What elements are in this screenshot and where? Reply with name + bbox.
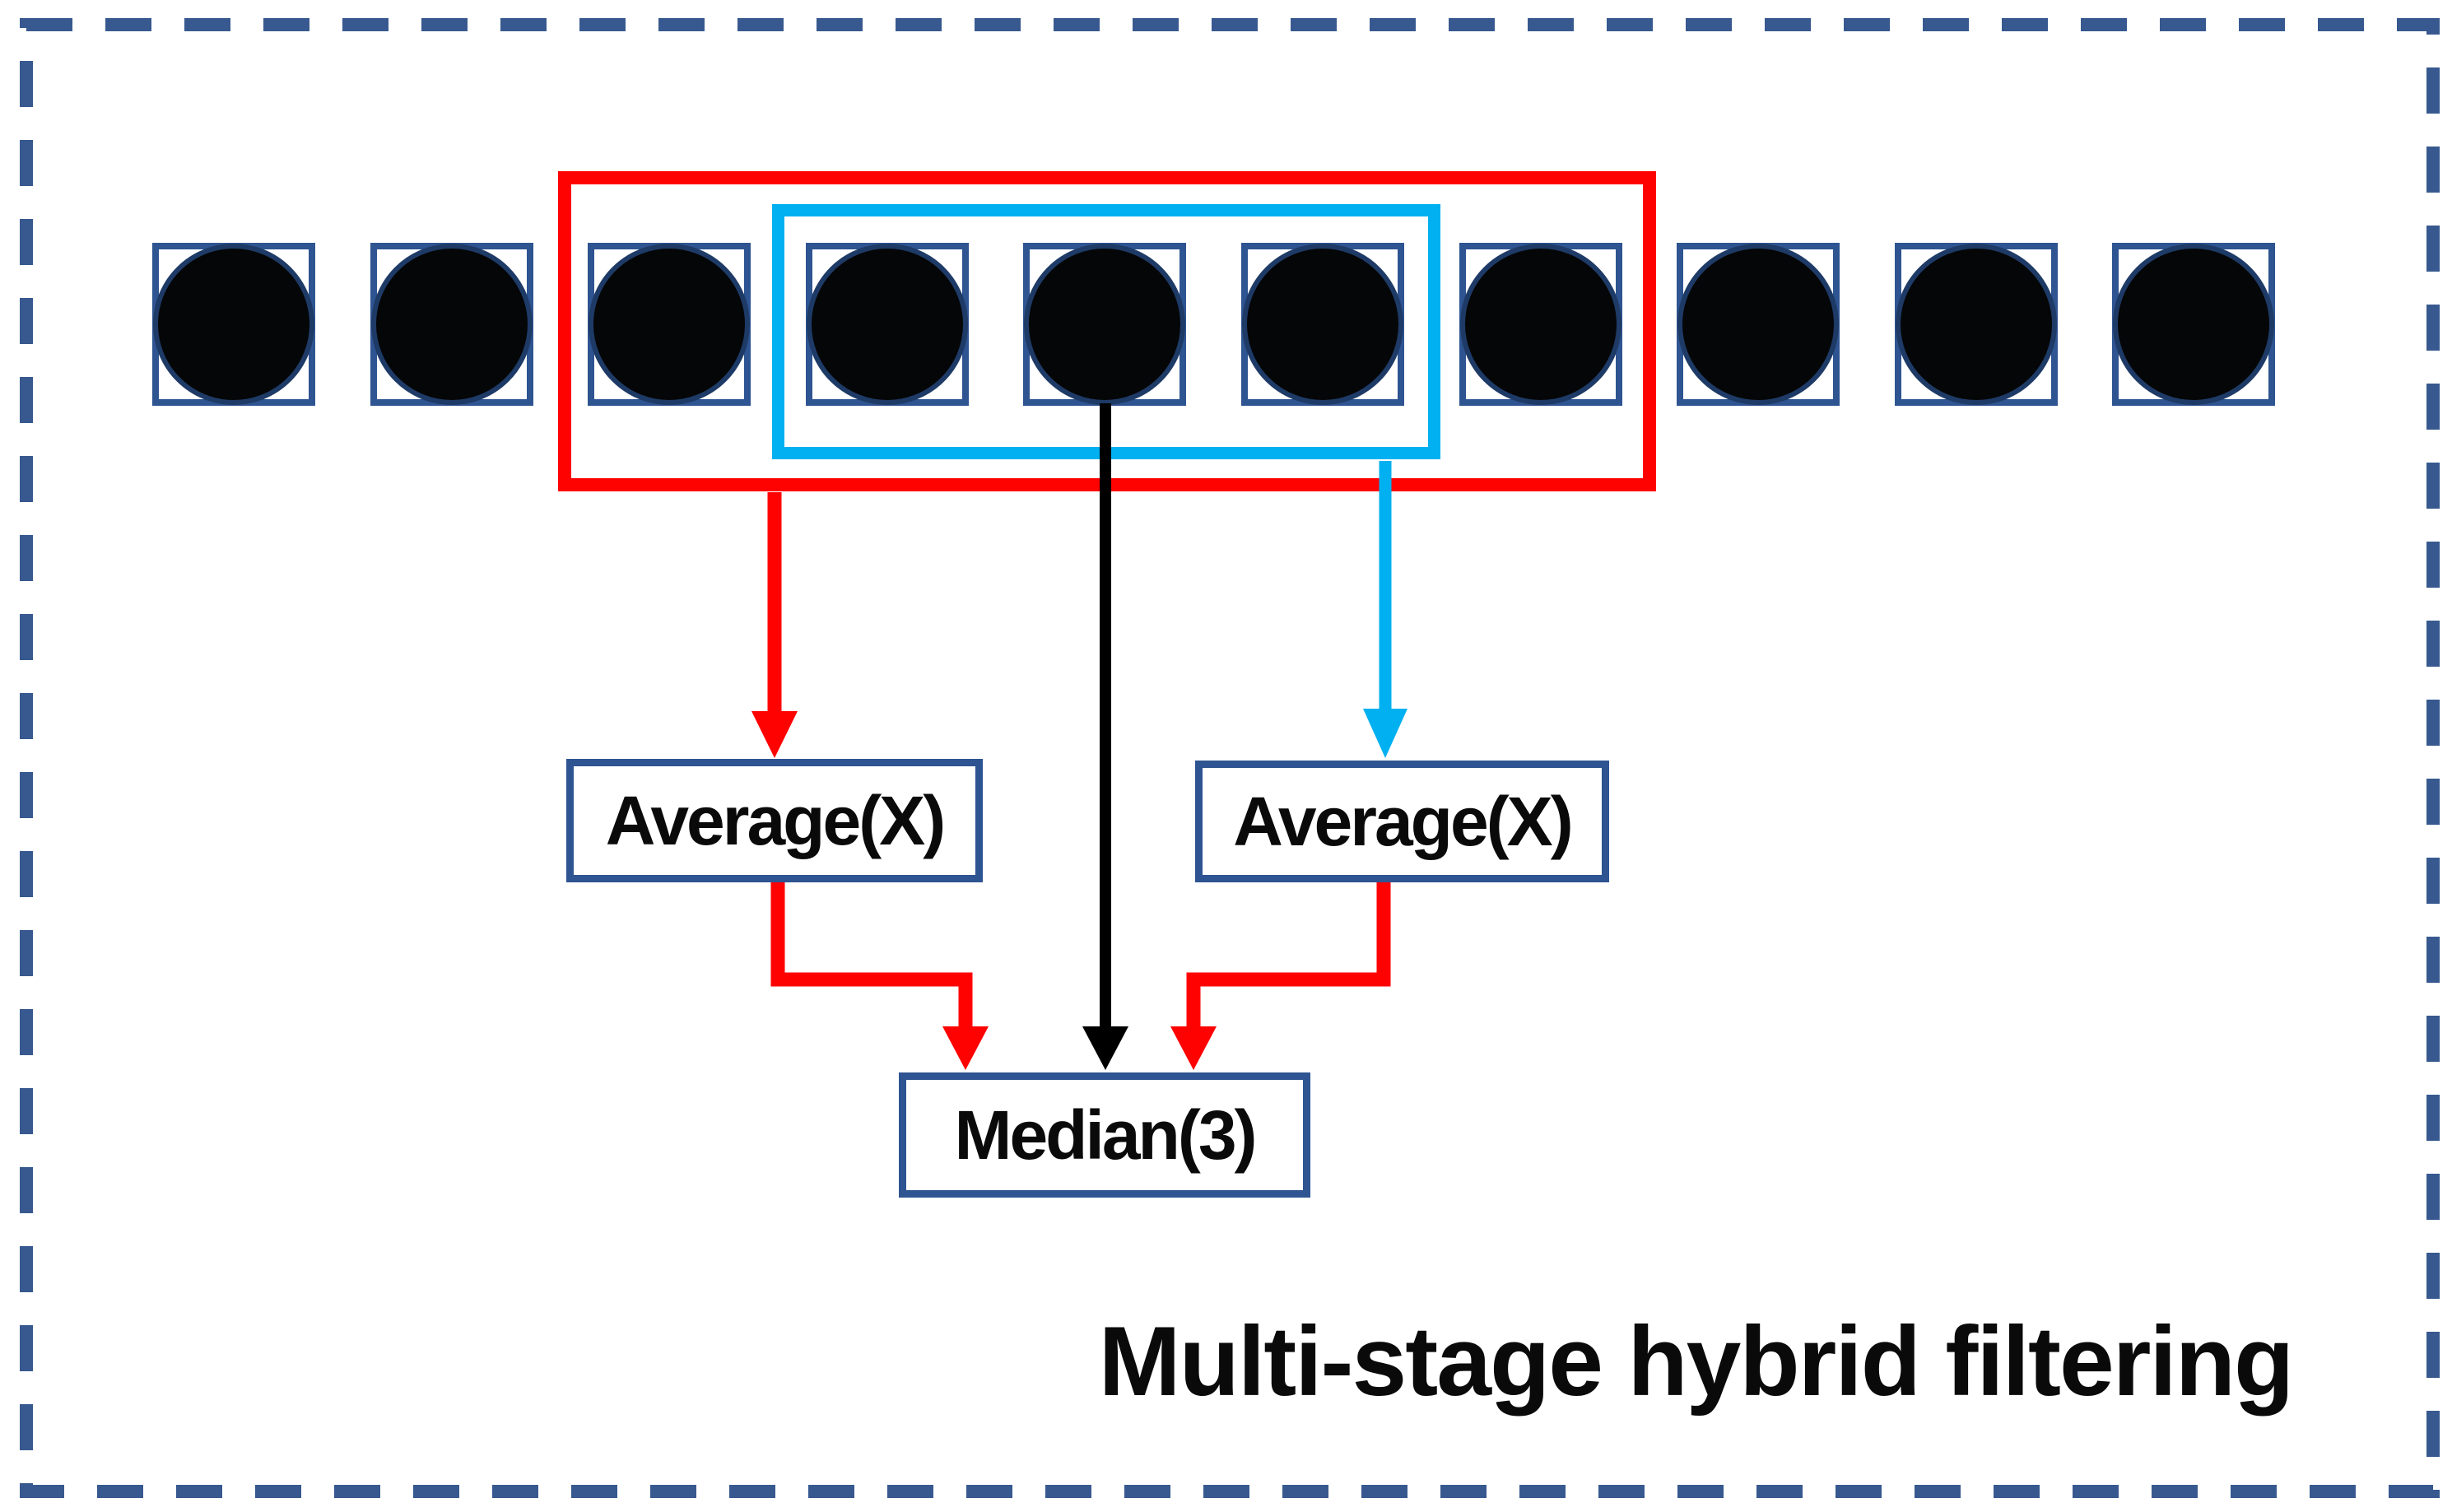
- sample-box: [1023, 243, 1187, 406]
- sample-dot-icon: [589, 244, 751, 405]
- sample-dot-icon: [153, 244, 314, 405]
- diagram-title: Multi-stage hybrid filtering: [1098, 1306, 2295, 1417]
- sample-dot-icon: [1459, 244, 1621, 405]
- average-right-box: Average(X): [1195, 761, 1609, 882]
- center-sample-to-median-arrow: [1082, 403, 1128, 1070]
- sample-dot-icon: [370, 244, 533, 405]
- sample-dot-icon: [1242, 244, 1403, 405]
- sample-box: [588, 243, 751, 406]
- sample-box: [805, 243, 969, 406]
- sample-dot-icon: [806, 244, 968, 405]
- sample-box: [2112, 243, 2276, 406]
- sample-dot-icon: [1677, 244, 1840, 405]
- sample-box: [1459, 243, 1622, 406]
- average-left-to-median-arrow: [770, 882, 989, 1070]
- sample-dot-icon: [2113, 244, 2275, 405]
- sample-dot-icon: [1024, 244, 1186, 405]
- sample-box: [1241, 243, 1404, 406]
- sample-box: [1894, 243, 2058, 406]
- average-left-label: Average(X): [605, 781, 946, 859]
- average-left-box: Average(X): [566, 759, 983, 882]
- sample-box: [370, 243, 533, 406]
- red-window-to-average-arrow: [751, 492, 798, 758]
- cyan-window-to-average-arrow: [1363, 461, 1407, 758]
- sample-box: [1677, 243, 1840, 406]
- sample-dot-icon: [1895, 244, 2057, 405]
- median-box: Median(3): [899, 1072, 1310, 1198]
- sample-box: [152, 243, 315, 406]
- dashed-frame-rect: [20, 18, 2440, 1498]
- median-label: Median(3): [954, 1096, 1257, 1174]
- average-right-label: Average(X): [1233, 782, 1573, 860]
- average-right-to-median-arrow: [1170, 882, 1391, 1070]
